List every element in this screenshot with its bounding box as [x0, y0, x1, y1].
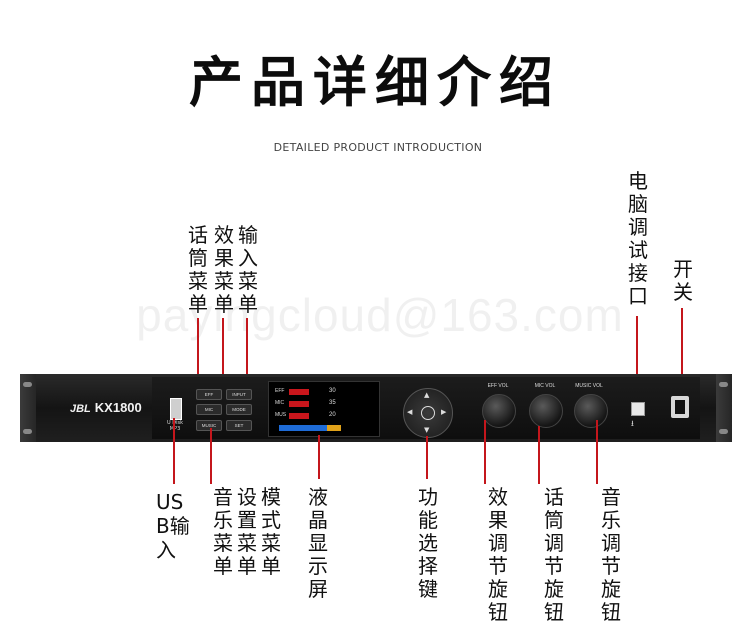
mic-button[interactable]: MIC: [196, 404, 222, 415]
callout-mic-knob: 话筒调节旋钮: [544, 485, 564, 624]
lcd-value: 20: [329, 412, 336, 418]
lcd-level-bar: [289, 413, 309, 419]
line-effect-knob: [484, 420, 486, 484]
usb-symbol-icon: ⭳: [631, 419, 634, 428]
callout-effect-knob: 效果调节旋钮: [488, 485, 508, 624]
line-function-select: [426, 436, 428, 479]
lcd-status-strip: [279, 425, 341, 431]
line-input-menu: [246, 318, 248, 380]
callout-mode-menu: 模式菜单: [261, 485, 281, 578]
power-rocker[interactable]: [675, 400, 685, 414]
line-power: [681, 308, 683, 396]
callout-function-select: 功能选择键: [418, 485, 438, 601]
line-mic-menu: [197, 318, 199, 406]
line-music-menu: [210, 428, 212, 484]
lcd-label: EFF: [275, 388, 285, 394]
callout-effect-menu: 效果菜单: [214, 223, 234, 316]
line-usb-input: [173, 418, 175, 484]
arrow-right-icon[interactable]: ▶: [441, 408, 447, 416]
callout-power: 开关: [673, 257, 693, 304]
lcd-label: MUS: [275, 412, 287, 418]
pc-debug-port[interactable]: [631, 402, 645, 416]
callout-music-menu: 音乐菜单: [213, 485, 233, 578]
eff-vol-label: EFF VOL: [487, 383, 509, 389]
line-music-knob: [596, 420, 598, 484]
line-pc-debug: [636, 316, 638, 402]
watermark: payingcloud@163.com: [136, 289, 624, 341]
lcd-label: MIC: [275, 400, 285, 406]
line-effect-menu: [222, 318, 224, 380]
arrow-down-icon[interactable]: ▼: [424, 426, 430, 434]
line-mic-knob: [538, 426, 540, 484]
music-vol-knob[interactable]: [574, 394, 608, 428]
input-button[interactable]: INPUT: [226, 389, 252, 400]
callout-pc-debug: 电脑调试接口: [628, 169, 648, 308]
lcd-row-mic: MIC 35: [275, 400, 336, 407]
callout-input-menu: 输入菜单: [238, 223, 258, 316]
mic-vol-label: MIC VOL: [534, 383, 556, 389]
lcd-display: EFF 30 MIC 35 MUS 20: [268, 381, 380, 437]
callout-music-knob: 音乐调节旋钮: [601, 485, 621, 624]
enter-button[interactable]: [421, 406, 435, 420]
callout-settings-menu: 设置菜单: [237, 485, 257, 578]
brand-logo: JBL: [70, 403, 91, 415]
power-switch[interactable]: [671, 396, 689, 418]
lcd-status-segment: [327, 425, 341, 431]
callout-mic-menu: 话筒菜单: [188, 223, 208, 316]
lcd-row-mus: MUS 20: [275, 412, 336, 419]
page-title: 产品详细介绍: [189, 51, 561, 114]
mic-vol-knob[interactable]: [529, 394, 563, 428]
lcd-value: 30: [329, 388, 336, 394]
lcd-value: 35: [329, 400, 336, 406]
music-vol-label: MUSIC VOL: [575, 383, 603, 389]
usb-port[interactable]: [170, 398, 182, 420]
callout-usb-input-text: USB输入: [156, 490, 190, 562]
rack-ear-left: [20, 374, 36, 442]
callout-lcd-screen: 液晶显示屏: [308, 485, 328, 601]
callout-usb-input: USB输入: [156, 490, 196, 562]
lcd-level-bar: [289, 401, 309, 407]
eff-button[interactable]: EFF: [196, 389, 222, 400]
arrow-left-icon[interactable]: ◀: [407, 408, 413, 416]
set-button[interactable]: SET: [226, 420, 252, 431]
page-subtitle: DETAILED PRODUCT INTRODUCTION: [273, 141, 483, 154]
function-select-dpad[interactable]: ▲ ▼ ◀ ▶: [403, 388, 453, 438]
lcd-level-bar: [289, 389, 309, 395]
device-model: KX1800: [94, 400, 142, 415]
eff-vol-knob[interactable]: [482, 394, 516, 428]
music-button[interactable]: MUSIC: [196, 420, 222, 431]
rack-ear-right: [716, 374, 732, 442]
lcd-row-eff: EFF 30: [275, 388, 336, 395]
line-lcd: [318, 435, 320, 479]
usb-port-label: U Disk MP3: [167, 420, 183, 432]
mode-button[interactable]: MODE: [226, 404, 252, 415]
arrow-up-icon[interactable]: ▲: [424, 391, 430, 399]
